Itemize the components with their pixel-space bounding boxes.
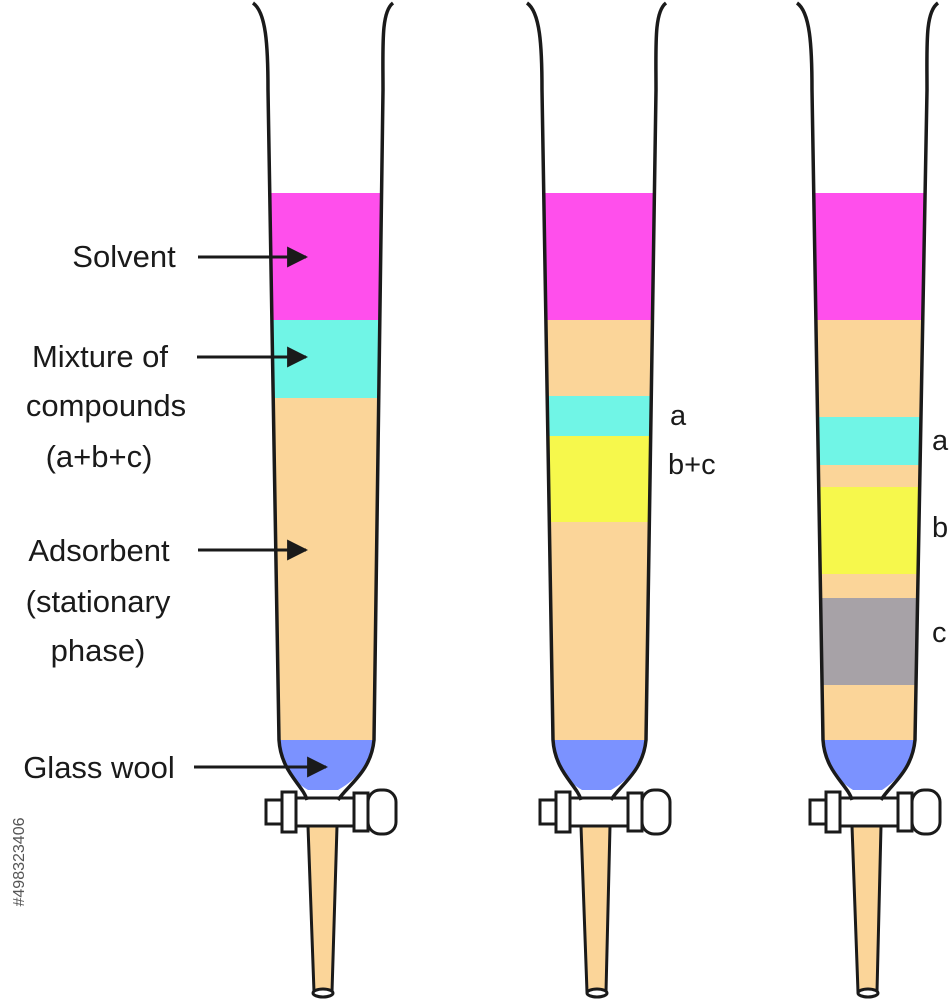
- column-2-adsorbent-upper: [545, 320, 653, 396]
- column-1-mixture-band: [272, 320, 379, 398]
- column-3: [795, 1, 942, 999]
- column-1-glass-wool: [278, 740, 374, 790]
- column-2-glass-wool: [552, 740, 646, 790]
- watermark-id: #498323406: [11, 817, 28, 906]
- label-group: Solvent Mixture of compounds (a+b+c) Ads…: [23, 239, 329, 785]
- column-1: [251, 1, 398, 999]
- column-1-stopcock: [264, 788, 398, 836]
- column-3-adsorbent-2: [818, 465, 920, 487]
- column-2-tip-opening: [585, 987, 609, 999]
- label-glass-wool: Glass wool: [23, 750, 175, 785]
- label-mixture-line2: compounds: [26, 388, 186, 423]
- label-adsorbent-line2: (stationary: [26, 584, 171, 619]
- column-3-solvent-band: [814, 193, 924, 320]
- column-2-band-a: [546, 396, 652, 436]
- column-3-band-b: [819, 487, 919, 574]
- column-2-adsorbent-lower: [548, 522, 650, 740]
- column-3-label-b: b: [932, 512, 948, 544]
- column-3-adsorbent-3: [820, 574, 918, 598]
- column-2-solvent-band: [543, 193, 655, 320]
- column-2: [525, 1, 672, 999]
- column-3-outline: [795, 1, 940, 801]
- column-2-band-bc: [547, 436, 651, 522]
- column-3-tip-opening: [856, 987, 880, 999]
- column-3-band-c: [821, 598, 917, 685]
- label-mixture-line3: (a+b+c): [46, 439, 153, 474]
- column-3-stopcock: [808, 788, 942, 836]
- column-1-tip: [306, 824, 339, 994]
- column-1-solvent-band: [269, 193, 381, 320]
- label-adsorbent-line1: Adsorbent: [28, 533, 170, 568]
- column-3-glass-wool: [824, 740, 914, 790]
- label-mixture-line1: Mixture of: [32, 339, 168, 374]
- column-2-label-a: a: [670, 400, 687, 432]
- column-3-label-a: a: [932, 425, 949, 457]
- column-3-adsorbent-1: [816, 320, 922, 417]
- column-3-adsorbent-4: [822, 685, 916, 740]
- column-1-outline: [251, 1, 395, 802]
- column-1-adsorbent-band: [274, 398, 377, 740]
- column-2-tip: [579, 824, 612, 994]
- label-adsorbent-line3: phase): [51, 633, 146, 668]
- column-2-stopcock: [538, 788, 672, 836]
- column-3-label-c: c: [932, 617, 947, 649]
- column-3-band-a: [817, 417, 921, 465]
- column-3-tip: [850, 824, 883, 994]
- label-solvent: Solvent: [72, 239, 176, 274]
- column-1-tip-opening: [311, 987, 335, 999]
- column-2-label-bc: b+c: [668, 449, 716, 481]
- column-2-outline: [525, 1, 668, 801]
